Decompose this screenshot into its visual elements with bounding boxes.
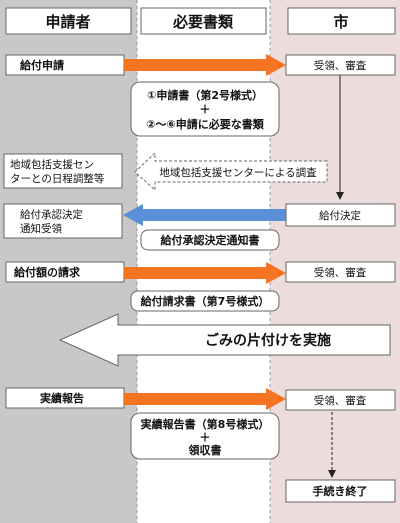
report-doc-1: 実績報告書（第8号様式） (141, 417, 270, 431)
orange-arrow-2 (124, 262, 286, 284)
cleanup-label: ごみの片付けを実施 (205, 332, 331, 349)
claim-doc: 給付請求書（第7号様式） (141, 294, 270, 308)
header-documents: 必要書類 (172, 13, 234, 31)
report-doc-plus: ＋ (200, 431, 211, 444)
notice-doc: 給付承認決定通知書 (161, 233, 260, 247)
survey-label: 地域包括支援センターによる調査 (159, 166, 317, 179)
header-city: 市 (333, 13, 348, 31)
receive-review-3: 受領、審査 (314, 394, 367, 407)
orange-arrow-3 (124, 388, 286, 410)
survey-arrow (134, 151, 328, 192)
blue-arrow (123, 204, 286, 226)
apply-box: 給付申請 (20, 58, 64, 72)
report-doc-2: 領収書 (188, 443, 222, 457)
orange-arrow-1 (124, 54, 286, 76)
header-applicant: 申請者 (45, 13, 90, 31)
schedule-line-2: ターとの日程調整等 (10, 172, 105, 185)
receive-review-2: 受領、審査 (314, 266, 367, 279)
doc-plus-1: ＋ (200, 103, 211, 116)
schedule-line-1: 地域包括支援セン (10, 158, 94, 171)
claim-box: 給付額の請求 (14, 265, 81, 279)
report-box: 実績報告 (40, 391, 84, 405)
doc-application-1: ①申請書（第2号様式） (147, 88, 263, 102)
end-box: 手続き終了 (313, 484, 368, 498)
approval-line-2: 通知受領 (20, 222, 62, 235)
doc-application-2: ②～⑥申請に必要な書類 (146, 117, 265, 131)
cleanup-arrow (58, 313, 391, 367)
receive-review-1: 受領、審査 (314, 59, 367, 72)
decision-box: 給付決定 (319, 209, 361, 222)
approval-line-1: 給付承認決定 (20, 208, 83, 221)
